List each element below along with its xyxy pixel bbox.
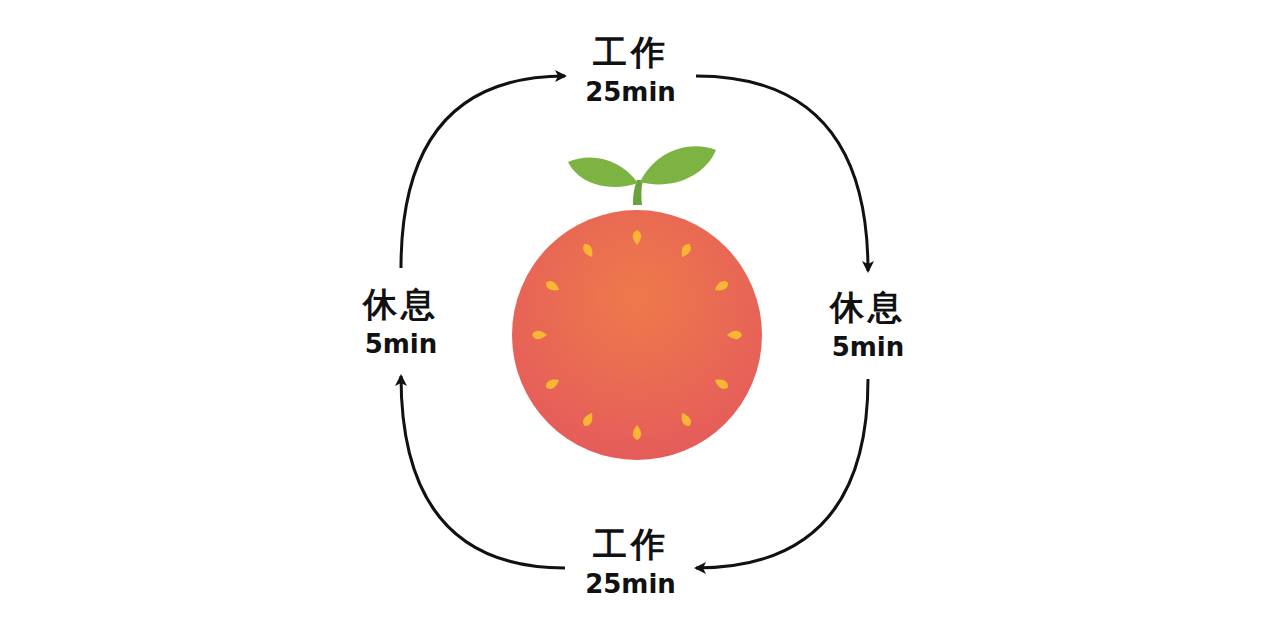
tomato-leaf — [568, 157, 638, 187]
tomato-seed — [581, 242, 596, 259]
tomato-seed — [544, 279, 561, 294]
cycle-arrow — [401, 376, 565, 568]
cycle-step: 休息5min — [820, 281, 916, 369]
cycle-step: 工作25min — [575, 26, 686, 114]
cycle-arrow — [696, 76, 868, 271]
step-duration: 25min — [583, 74, 678, 110]
step-duration: 5min — [361, 326, 441, 362]
step-duration: 25min — [583, 566, 678, 602]
tomato-seed — [544, 376, 561, 391]
tomato-seed — [678, 411, 693, 428]
tomato-seed — [678, 242, 693, 259]
tomato-seed — [713, 279, 730, 294]
step-name: 工作 — [583, 30, 678, 74]
tomato-seed — [532, 331, 547, 339]
tomato-seed — [727, 331, 742, 339]
step-duration: 5min — [828, 329, 908, 365]
step-name: 休息 — [828, 285, 908, 329]
tomato-body — [512, 210, 762, 460]
step-name: 休息 — [361, 282, 441, 326]
tomato-seed — [633, 425, 641, 440]
cycle-arrow — [401, 76, 565, 268]
cycle-arrow — [696, 379, 868, 568]
step-name: 工作 — [583, 522, 678, 566]
tomato-leaf — [640, 146, 716, 184]
cycle-step: 工作25min — [575, 518, 686, 606]
tomato-seed — [713, 376, 730, 391]
cycle-step: 休息5min — [353, 278, 449, 366]
tomato-seeds — [532, 230, 742, 440]
tomato-seed — [581, 411, 596, 428]
tomato-seed — [633, 230, 641, 245]
